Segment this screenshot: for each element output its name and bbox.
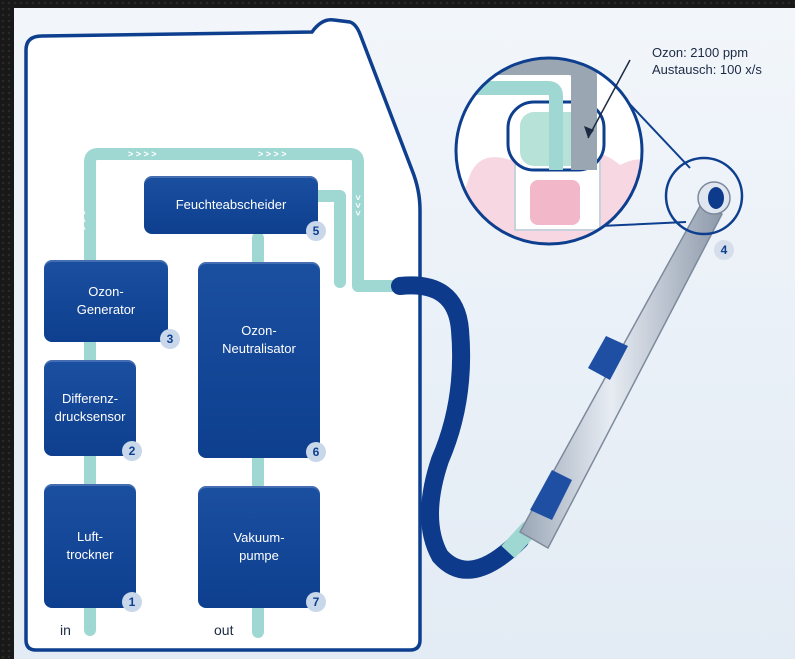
badge-3: 3: [160, 329, 180, 349]
svg-text:> > >: > > >: [78, 209, 88, 230]
gas-flow-path: [84, 148, 406, 638]
badge-7: 7: [306, 592, 326, 612]
svg-text:> > > >: > > > >: [258, 149, 287, 159]
annotation-pointer: [587, 59, 631, 139]
ozone-concentration: Ozon: 2100 ppm: [652, 45, 749, 60]
exchange-rate: Austausch: 100 x/s: [652, 62, 762, 77]
box-feuchteabscheider: Feuchteabscheider: [144, 176, 318, 234]
box-vakuumpumpe: Vakuum- pumpe: [198, 486, 320, 608]
box-lufttrockner-label: Luft- trockner: [66, 529, 114, 562]
flow-arrows: > > > > > > > > > > > > > >: [78, 149, 363, 230]
outlet-label: out: [214, 622, 234, 638]
zoom-detail: [454, 56, 644, 246]
inlet-label: in: [60, 622, 71, 638]
svg-text:> > > >: > > > >: [128, 149, 157, 159]
box-lufttrockner: Luft- trockner: [44, 484, 136, 608]
ozone-annotation: Ozon: 2100 ppm Austausch: 100 x/s: [652, 44, 762, 78]
detail-ring: [664, 156, 744, 236]
badge-1: 1: [122, 592, 142, 612]
box-ozon-neutralisator-label: Ozon- Neutralisator: [222, 323, 296, 356]
box-differenzdrucksensor-label: Differenz- drucksensor: [54, 391, 126, 424]
badge-5: 5: [306, 221, 326, 241]
box-ozon-neutralisator: Ozon- Neutralisator: [198, 262, 320, 458]
svg-text:> > >: > > >: [353, 195, 363, 216]
suction-tube: [391, 276, 529, 579]
annotation-arrowhead: [584, 126, 594, 138]
badge-6: 6: [306, 442, 326, 462]
handpiece: [518, 181, 731, 550]
box-vakuumpumpe-label: Vakuum- pumpe: [233, 530, 285, 563]
badge-2: 2: [122, 441, 142, 461]
box-ozon-generator: Ozon- Generator: [44, 260, 168, 342]
box-feuchteabscheider-label: Feuchteabscheider: [175, 197, 287, 212]
badge-4: 4: [714, 240, 734, 260]
box-ozon-generator-label: Ozon- Generator: [76, 284, 136, 317]
box-differenzdrucksensor: Differenz- drucksensor: [44, 360, 136, 456]
